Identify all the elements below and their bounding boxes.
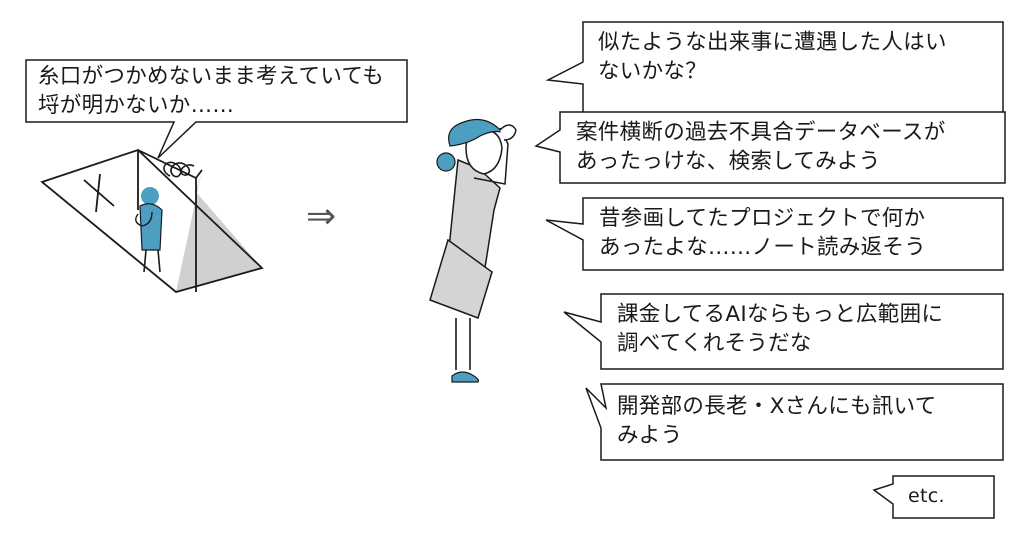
bubble-1-line-2: ないかな？ [598, 59, 708, 84]
bubble-1-line-1: 似たような出来事に遭遇した人はい [598, 30, 947, 55]
bubble-outline-2 [534, 111, 1006, 184]
bubble-outline-3 [545, 197, 1004, 271]
bubble-5-line-2: みよう [617, 423, 683, 448]
bubble-2-line-2: あったっけな、検索してみよう [576, 149, 881, 174]
speech-bubble-3: 昔参画してたプロジェクトで何か あったよな……ノート読み返そう [599, 204, 926, 262]
confusion-swirl-icon [163, 161, 195, 178]
right-arrow-icon: ⇒ [306, 196, 337, 237]
left-thought-bubble [25, 59, 408, 159]
bubble-outline-1 [545, 21, 1004, 114]
speech-bubble-2: 案件横断の過去不具合データベースが あったっけな、検索してみよう [576, 118, 946, 176]
speech-bubble-6: etc. [908, 482, 945, 511]
speech-bubble-5: 開発部の長老・Xさんにも訊いて みよう [617, 392, 937, 450]
left-thought-line-2: 埒が明かないか…… [38, 93, 235, 118]
bubble-6-line-1: etc. [908, 485, 945, 507]
bubble-4-line-2: 調べてくれそうだな [617, 331, 812, 356]
bubble-3-line-2: あったよな……ノート読み返そう [599, 235, 927, 260]
small-person-figure [135, 187, 163, 273]
bubble-outline-4 [563, 293, 1004, 370]
floor-plane [40, 148, 264, 293]
left-thought-text: 糸口がつかめないまま考えていても 埒が明かないか…… [38, 62, 384, 120]
speech-bubble-1: 似たような出来事に遭遇した人はい ないかな？ [598, 28, 947, 86]
bubble-4-line-1: 課金してるAIならもっと広範囲に [617, 302, 944, 327]
bubble-3-line-1: 昔参画してたプロジェクトで何か [599, 206, 926, 231]
cornered-person-scene [40, 148, 264, 293]
speech-bubble-4: 課金してるAIならもっと広範囲に 調べてくれそうだな [617, 300, 943, 358]
x-mark-icon [83, 173, 115, 213]
left-thought-line-1: 糸口がつかめないまま考えていても [38, 64, 385, 89]
bubble-5-line-1: 開発部の長老・Xさんにも訊いて [617, 394, 937, 419]
bubble-2-line-1: 案件横断の過去不具合データベースが [576, 120, 946, 145]
wall-shadow [176, 170, 262, 292]
wall-corner [137, 149, 203, 292]
bubble-outline-6 [872, 475, 995, 519]
thinking-woman-figure [429, 119, 517, 383]
bubble-outline-5 [585, 383, 1004, 461]
